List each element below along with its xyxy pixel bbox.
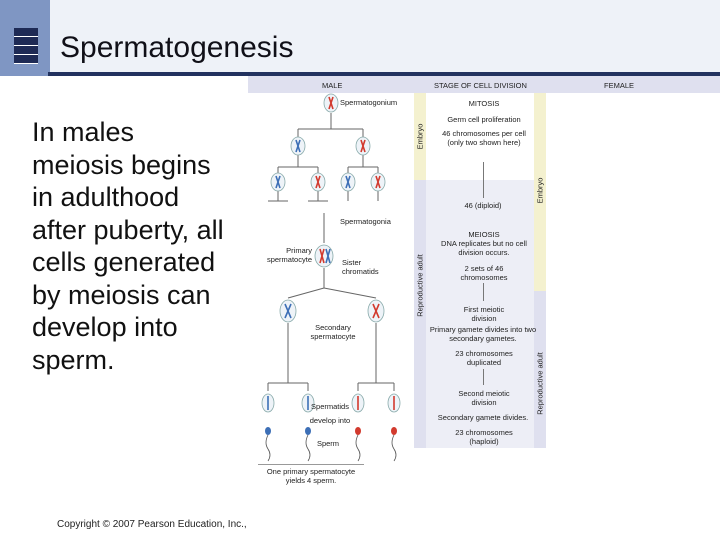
primary-spermatocyte-label: Primary spermatocyte xyxy=(266,246,312,264)
spermatid-d xyxy=(387,393,401,413)
spermatid-a xyxy=(261,393,275,413)
duplicated-label: 23 chromosomes duplicated xyxy=(455,349,513,367)
spermatid-c xyxy=(351,393,365,413)
spermatogonium-label: Spermatogonium xyxy=(340,98,398,107)
logo-icon xyxy=(14,28,38,64)
secondary-spermatocyte-label: Secondary spermatocyte xyxy=(310,323,356,341)
spermatids-label: Spermatids xyxy=(311,402,349,411)
copyright: Copyright © 2007 Pearson Education, Inc.… xyxy=(57,519,247,530)
adult-strip-right xyxy=(534,291,546,448)
develop-into-label: develop into xyxy=(309,416,351,425)
sperm-a xyxy=(265,427,271,462)
secondary-spermatocyte-left xyxy=(279,299,297,323)
cell-gen2-a xyxy=(270,172,286,192)
sperm-b xyxy=(305,427,311,462)
two-sets-label: 2 sets of 46 chromosomes xyxy=(460,264,508,282)
secondary-gamete-divides-label: Secondary gamete divides. xyxy=(437,413,529,422)
meiosis-label: MEIOSIS xyxy=(468,230,500,239)
adult-strip-left xyxy=(414,180,426,448)
male-header: MALE xyxy=(322,81,343,90)
cell-gen1-right xyxy=(355,136,371,156)
second-meiotic-label: Second meiotic division xyxy=(458,389,510,407)
secondary-spermatocyte-right xyxy=(367,299,385,323)
stage-arrow-2 xyxy=(483,283,484,301)
female-header: FEMALE xyxy=(604,81,635,90)
sperm-c xyxy=(355,427,361,462)
cell-gen2-d xyxy=(370,172,386,192)
germ-cell-proliferation-label: Germ cell proliferation xyxy=(447,115,521,124)
sperm-label: Sperm xyxy=(316,439,340,448)
mitosis-label: MITOSIS xyxy=(468,99,500,108)
embryo-label-right: Embryo xyxy=(535,177,545,204)
stage-arrow-1 xyxy=(483,162,484,198)
first-meiotic-label: First meiotic division xyxy=(463,305,505,323)
title-bar xyxy=(0,0,720,76)
embryo-strip-left xyxy=(414,93,426,180)
stage-header: STAGE OF CELL DIVISION xyxy=(434,81,527,90)
slide-title: Spermatogenesis xyxy=(60,31,294,64)
primary-gamete-divides-label: Primary gamete divides into two secondar… xyxy=(429,325,537,343)
sister-chromatids-label: Sister chromatids xyxy=(342,258,379,276)
spermatogenesis-figure: MALE STAGE OF CELL DIVISION FEMALE Embry… xyxy=(248,76,720,485)
spermatid-b xyxy=(301,393,315,413)
stage-arrow-3 xyxy=(483,369,484,385)
title-underline xyxy=(48,72,720,76)
summary-label: One primary spermatocyte yields 4 sperm. xyxy=(258,464,364,485)
haploid-label: 23 chromosomes (haploid) xyxy=(455,428,513,446)
male-lineage-diagram xyxy=(261,93,401,462)
body-text: In males meiosis begins in adulthood aft… xyxy=(32,117,224,375)
spermatogonia-label: Spermatogonia xyxy=(340,217,391,226)
spermatogonium-cell xyxy=(323,93,339,113)
cell-gen2-c xyxy=(340,172,356,192)
stage-column xyxy=(426,180,534,448)
reproductive-adult-label-left: Reproductive adult xyxy=(415,254,425,317)
dna-replicates-label: DNA replicates but no cell division occu… xyxy=(441,239,527,257)
embryo-strip-right xyxy=(534,93,546,291)
diploid-label: 46 (diploid) xyxy=(464,201,502,210)
cell-gen1-left xyxy=(290,136,306,156)
chromosomes-per-cell-label: 46 chromosomes per cell (only two shown … xyxy=(442,129,526,147)
cell-gen2-b xyxy=(310,172,326,192)
primary-spermatocyte-cell xyxy=(314,244,334,268)
sperm-d xyxy=(391,427,397,462)
embryo-label-left: Embryo xyxy=(415,123,425,150)
figure-header xyxy=(248,76,720,93)
